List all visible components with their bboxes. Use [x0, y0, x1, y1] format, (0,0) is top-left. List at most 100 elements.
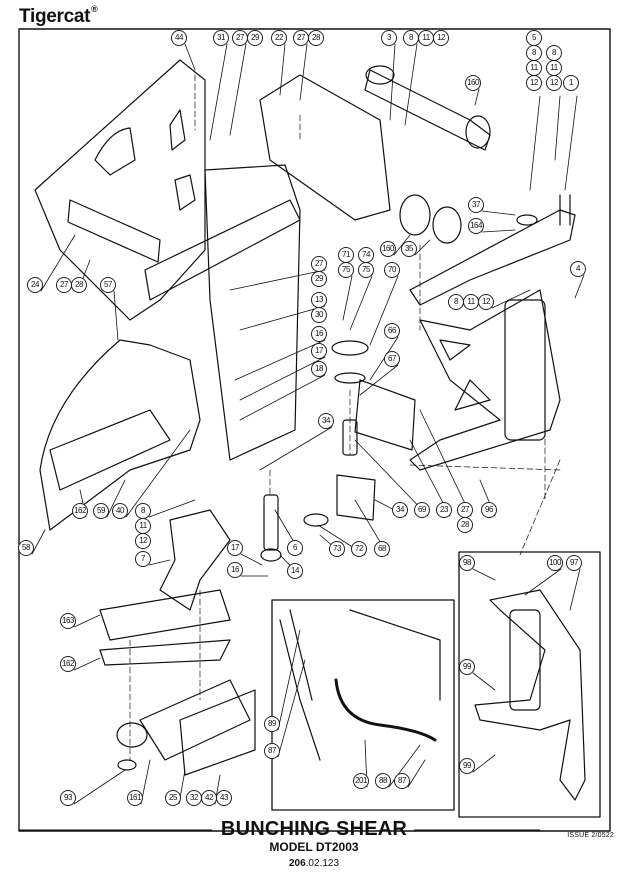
callout-7: 7 [135, 551, 151, 567]
callout-8: 8 [448, 294, 464, 310]
callout-12: 12 [546, 75, 562, 91]
callout-74: 74 [358, 247, 374, 263]
callout-68: 68 [374, 541, 390, 557]
callout-27: 27 [232, 30, 248, 46]
callout-87: 87 [264, 743, 280, 759]
callout-17: 17 [311, 343, 327, 359]
pin-1 [559, 194, 571, 226]
callout-37: 37 [468, 197, 484, 213]
callout-31: 31 [213, 30, 229, 46]
callout-8: 8 [526, 45, 542, 61]
arm-96 [409, 289, 561, 471]
hub-160 [399, 194, 431, 236]
callout-43: 43 [216, 790, 232, 806]
callout-27: 27 [457, 502, 473, 518]
callout-28: 28 [71, 277, 87, 293]
diagram-border [18, 28, 611, 832]
plate-24 [67, 199, 161, 263]
bracket-68 [336, 474, 376, 521]
callout-57: 57 [100, 277, 116, 293]
callout-40: 40 [112, 503, 128, 519]
callout-67: 67 [384, 351, 400, 367]
callout-3: 3 [381, 30, 397, 46]
callout-23: 23 [436, 502, 452, 518]
callout-25: 25 [165, 790, 181, 806]
callout-201: 201 [353, 773, 369, 789]
pin-37 [516, 214, 538, 226]
callout-162: 162 [60, 656, 76, 672]
callout-27: 27 [56, 277, 72, 293]
callout-4: 4 [570, 261, 586, 277]
callout-6: 6 [287, 540, 303, 556]
frame-window-2 [169, 109, 186, 151]
arm-96-window [439, 339, 471, 361]
callout-24: 24 [27, 277, 43, 293]
arm-97 [474, 589, 586, 801]
washer-70 [331, 340, 369, 356]
callout-13: 13 [311, 292, 327, 308]
callout-11: 11 [526, 60, 542, 76]
callout-11: 11 [546, 60, 562, 76]
callout-72: 72 [351, 541, 367, 557]
callout-161: 161 [127, 790, 143, 806]
callout-44: 44 [171, 30, 187, 46]
upper-arm-164 [409, 209, 576, 306]
callout-99: 99 [459, 659, 475, 675]
callout-70: 70 [384, 262, 400, 278]
callout-5: 5 [526, 30, 542, 46]
brand-name: Tigercat [19, 6, 91, 27]
callout-11: 11 [135, 518, 151, 534]
frame-arm [144, 199, 301, 301]
shear-arm-57 [39, 339, 201, 531]
arm-163 [99, 589, 231, 641]
callout-99: 99 [459, 758, 475, 774]
callout-164: 164 [468, 218, 484, 234]
bracket-23 [354, 379, 416, 451]
callout-8: 8 [403, 30, 419, 46]
bushing-14 [260, 548, 282, 562]
callout-42: 42 [201, 790, 217, 806]
callout-28: 28 [457, 517, 473, 533]
callout-162: 162 [72, 503, 88, 519]
callout-160: 160 [380, 241, 396, 257]
arm-inset-frame [458, 551, 601, 818]
callout-71: 71 [338, 247, 354, 263]
cover-plate-22 [259, 74, 391, 221]
frame-column [204, 164, 301, 461]
callout-100: 100 [547, 555, 563, 571]
callout-14: 14 [287, 563, 303, 579]
callout-35: 35 [401, 241, 417, 257]
cylinder-eye [365, 65, 395, 85]
bushing-72 [303, 513, 329, 527]
callout-8: 8 [546, 45, 562, 61]
callout-22: 22 [271, 30, 287, 46]
callout-58: 58 [18, 540, 34, 556]
model-number: MODEL DT2003 [269, 840, 359, 854]
callout-98: 98 [459, 555, 475, 571]
callout-29: 29 [247, 30, 263, 46]
callout-160: 160 [465, 75, 481, 91]
callout-75: 75 [338, 262, 354, 278]
washer-93 [117, 759, 137, 771]
frame-window-1 [94, 127, 136, 176]
main-frame [34, 59, 206, 321]
callout-18: 18 [311, 361, 327, 377]
lower-arm-7 [159, 509, 231, 611]
callout-66: 66 [384, 323, 400, 339]
hose-201 [334, 678, 437, 742]
callout-28: 28 [308, 30, 324, 46]
callout-87: 87 [394, 773, 410, 789]
callout-97: 97 [566, 555, 582, 571]
dashed-assembly-lines [129, 74, 561, 761]
inset-structure [279, 609, 441, 761]
page-number-bold: 206 [288, 858, 306, 869]
callout-11: 11 [418, 30, 434, 46]
callout-75: 75 [358, 262, 374, 278]
hub-35 [432, 206, 462, 244]
cylinder-end [465, 115, 491, 149]
callout-12: 12 [135, 533, 151, 549]
callout-69: 69 [414, 502, 430, 518]
callout-89: 89 [264, 716, 280, 732]
callout-93: 93 [60, 790, 76, 806]
callout-34: 34 [318, 413, 334, 429]
